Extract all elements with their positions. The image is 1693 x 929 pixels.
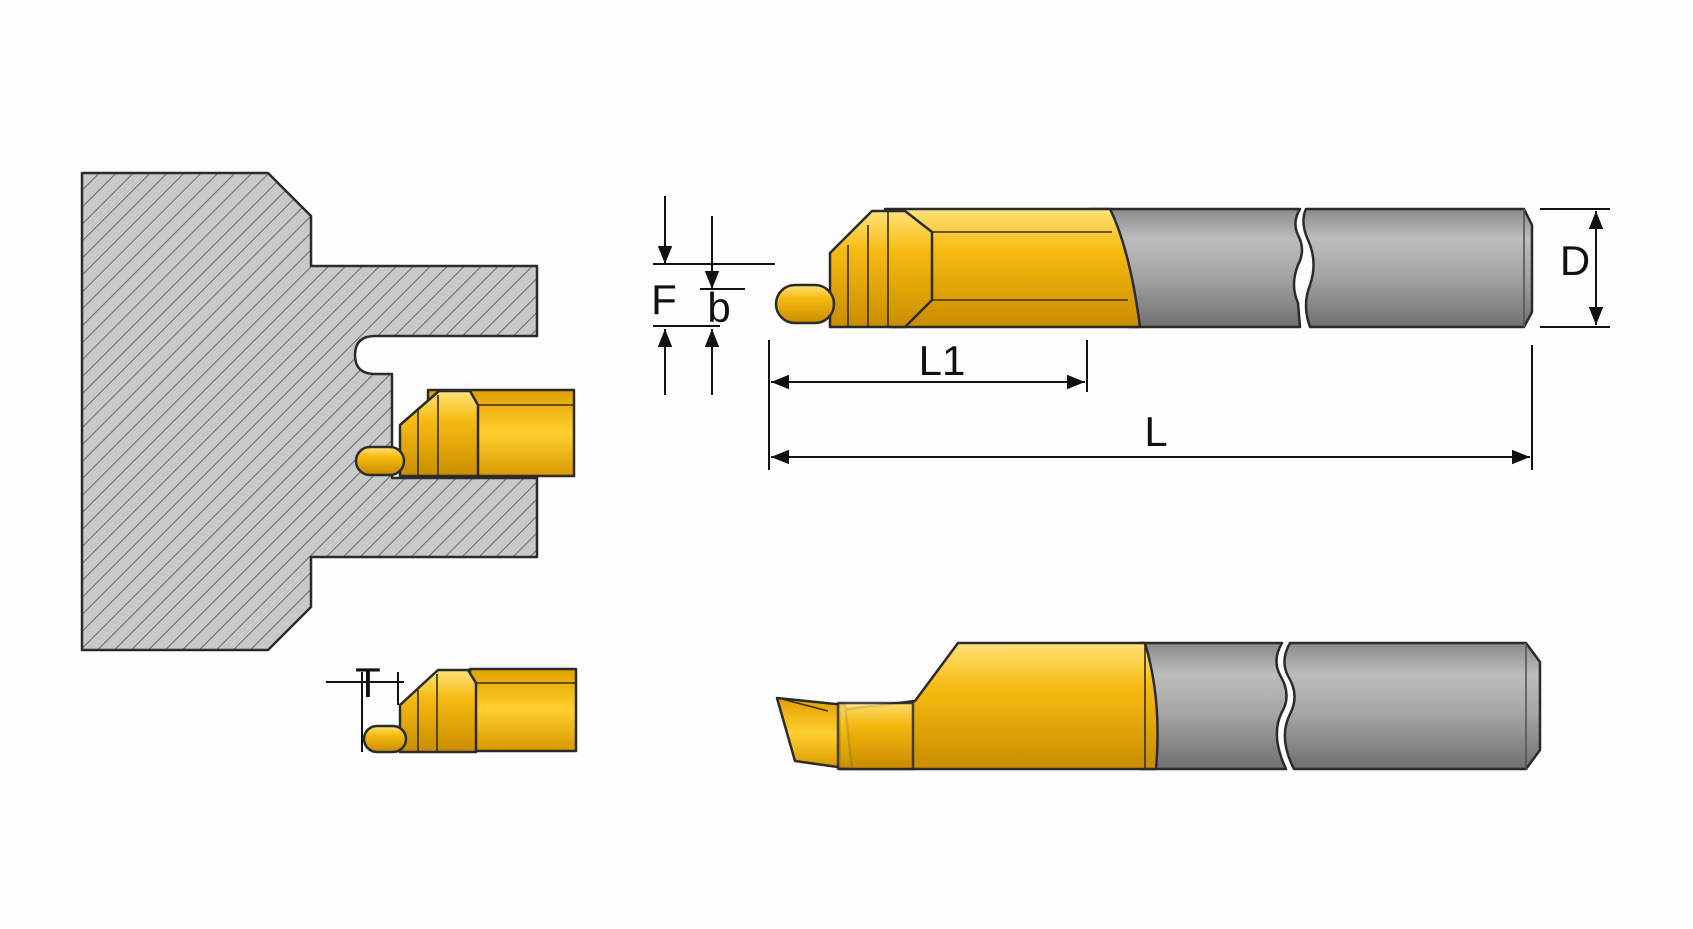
small-tool <box>326 667 578 754</box>
label-b: b <box>707 284 730 331</box>
label-F: F <box>651 276 677 323</box>
inserted-tool <box>354 388 576 478</box>
dim-L <box>771 345 1533 470</box>
top-tool <box>774 207 1534 329</box>
bottom-tool <box>775 641 1542 771</box>
label-L1: L1 <box>919 337 966 384</box>
label-D: D <box>1560 237 1590 284</box>
dim-D <box>1540 208 1610 328</box>
dim-L1 <box>768 340 1088 470</box>
label-T: T <box>355 659 381 706</box>
workpiece-section <box>80 171 539 652</box>
label-L: L <box>1144 408 1167 455</box>
dim-F-b <box>653 196 775 395</box>
